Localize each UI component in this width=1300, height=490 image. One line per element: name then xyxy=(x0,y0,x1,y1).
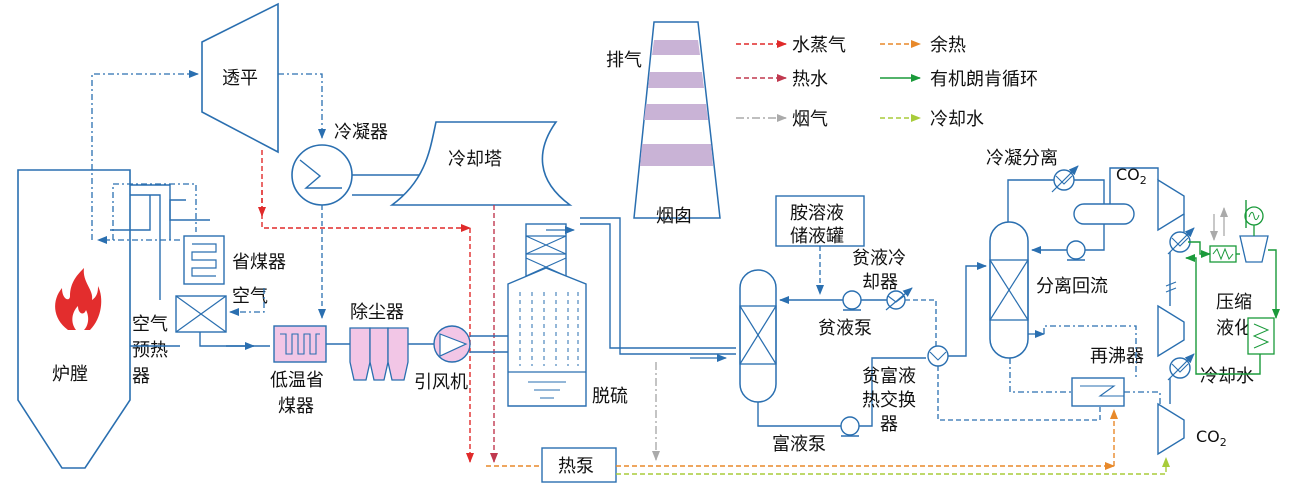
compressor-1 xyxy=(1157,178,1185,232)
cooling-tower: 冷却塔 xyxy=(389,121,573,206)
rich-pump-label: 富液泵 xyxy=(772,434,826,455)
low-temp-economizer-label-1: 低温省 xyxy=(270,370,324,391)
induced-fan: 引风机 xyxy=(414,325,471,393)
air-preheater-label-2: 预热 xyxy=(132,340,168,361)
reboiler-label: 再沸器 xyxy=(1090,346,1144,367)
dust-collector: 除尘器 xyxy=(349,302,409,381)
separate-reflux-label: 分离回流 xyxy=(1036,276,1108,297)
compressor-2 xyxy=(1157,304,1185,358)
compressor-3 xyxy=(1157,402,1185,456)
legend-cooling-water: 冷却水 xyxy=(930,109,984,130)
reflux-pump: 分离回流 xyxy=(1036,240,1108,297)
dust-collector-label: 除尘器 xyxy=(350,302,404,323)
absorber xyxy=(739,269,777,403)
co2-bottom-label: CO2 xyxy=(1196,427,1227,449)
low-temp-economizer: 低温省 煤器 xyxy=(270,325,327,417)
condenser: 冷凝器 xyxy=(291,122,388,206)
desulfurization-tower: 脱硫 xyxy=(507,223,628,407)
co2-top-label: CO2 xyxy=(1116,165,1147,187)
heat-pump: 热泵 xyxy=(541,447,617,483)
legend-steam: 水蒸气 xyxy=(792,35,846,56)
stripper xyxy=(989,221,1029,359)
rich-pump: 富液泵 xyxy=(772,416,860,455)
flame-icon xyxy=(55,268,102,330)
lean-pump-label: 贫液泵 xyxy=(818,318,872,339)
air-preheater: 空气 空气 预热 器 xyxy=(132,286,268,387)
legend-waste-heat: 余热 xyxy=(930,35,966,56)
legend-hot-water: 热水 xyxy=(792,69,828,90)
amine-tank-label-2: 储液罐 xyxy=(790,226,844,247)
lean-rich-heat-exchanger: 贫富液 热交换 器 xyxy=(862,345,949,435)
lean-cooler-label-1: 贫液冷 xyxy=(852,248,906,269)
compress-label-1: 压缩 xyxy=(1216,292,1252,313)
economizer: 省煤器 xyxy=(183,235,286,285)
turbine: 透平 xyxy=(201,2,279,154)
furnace: 炉膛 xyxy=(17,169,131,469)
furnace-flue-ducts xyxy=(110,184,210,300)
condense-separate-label: 冷凝分离 xyxy=(986,148,1058,169)
intercooler-2 xyxy=(1167,353,1195,381)
low-temp-economizer-label-2: 煤器 xyxy=(278,396,314,417)
desulfurization-label: 脱硫 xyxy=(592,386,628,407)
amine-tank-label-1: 胺溶液 xyxy=(790,203,844,224)
lean-rich-hx-label-3: 器 xyxy=(880,414,898,435)
turbine-label: 透平 xyxy=(222,68,258,89)
lean-pump: 贫液泵 xyxy=(818,290,872,339)
amine-tank: 胺溶液 储液罐 xyxy=(775,195,865,247)
condense-separation: 冷凝分离 xyxy=(986,148,1135,225)
heat-pump-label: 热泵 xyxy=(558,456,594,477)
legend: 水蒸气 余热 热水 有机朗肯循环 烟气 冷却水 xyxy=(736,35,1038,130)
exhaust-label: 排气 xyxy=(606,50,642,71)
chimney: 排气 烟囱 xyxy=(606,21,721,227)
legend-orc: 有机朗肯循环 xyxy=(930,69,1038,90)
economizer-label: 省煤器 xyxy=(232,252,286,273)
induced-fan-label: 引风机 xyxy=(414,372,468,393)
air-preheater-label-1: 空气 xyxy=(132,314,168,335)
furnace-label: 炉膛 xyxy=(52,364,88,385)
intercooler-1 xyxy=(1167,227,1195,255)
lean-rich-hx-label-1: 贫富液 xyxy=(862,366,916,387)
compress-label-2: 液化 xyxy=(1216,318,1252,339)
condenser-label: 冷凝器 xyxy=(334,122,388,143)
chimney-label: 烟囱 xyxy=(656,206,692,227)
cooling-water-label: 冷却水 xyxy=(1200,366,1254,387)
reboiler: 再沸器 xyxy=(1071,346,1144,407)
lean-cooler-label-2: 却器 xyxy=(862,272,898,293)
cooling-tower-label: 冷却塔 xyxy=(448,149,502,170)
orc-loop xyxy=(1185,200,1280,375)
lean-rich-hx-label-2: 热交换 xyxy=(862,390,916,411)
air-label: 空气 xyxy=(232,286,268,307)
legend-flue-gas: 烟气 xyxy=(792,109,828,130)
air-preheater-label-3: 器 xyxy=(132,366,150,387)
